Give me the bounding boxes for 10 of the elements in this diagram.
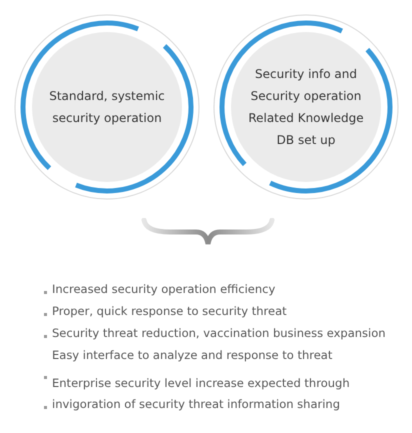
list-item: Proper, quick response to security threat (52, 304, 287, 318)
list-item: Security threat reduction, vaccination business expansion (52, 326, 386, 340)
list-item: Enterprise security level increase expected through (52, 376, 350, 390)
list-item: Increased security operation efficiency (52, 282, 276, 296)
node-label: Security info and Security operation Related Knowledge DB set up (247, 66, 365, 149)
circle-node (213, 14, 399, 200)
list-item: invigoration of security threat information sharing (52, 397, 340, 411)
list-item: Easy interface to analyze and response to threat (52, 348, 332, 362)
circle-node (14, 14, 200, 200)
node-label: Standard, systemic security operation (48, 88, 166, 127)
